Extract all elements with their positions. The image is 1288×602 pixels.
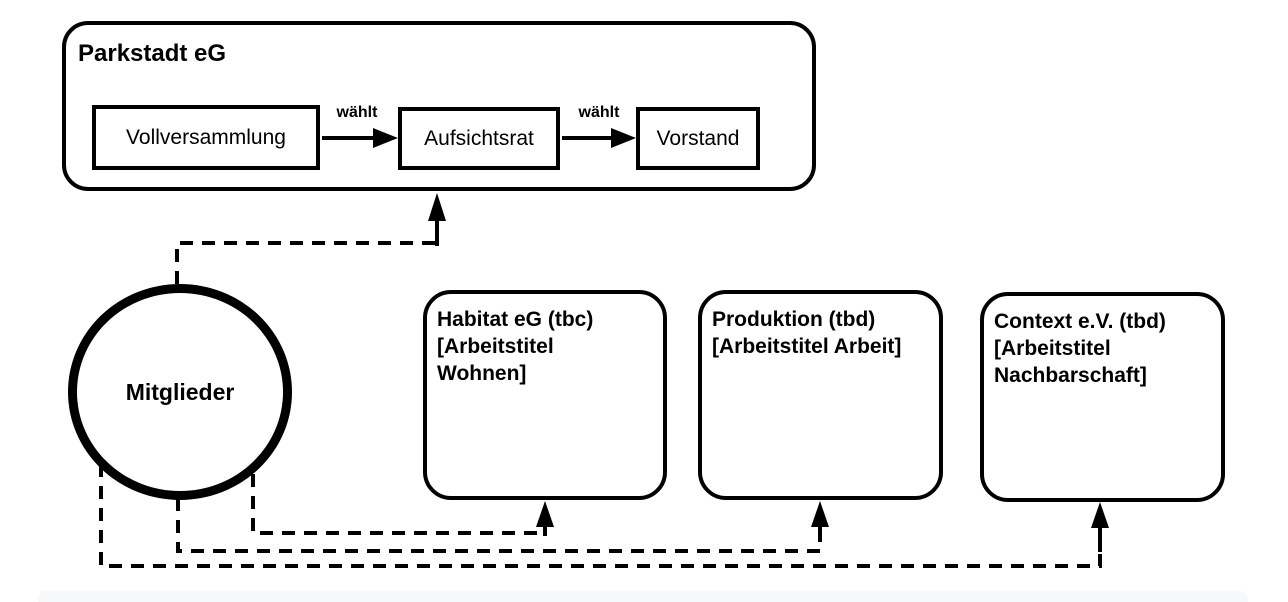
edge-label-waehlt-1: wählt <box>336 104 378 121</box>
bottom-bar <box>38 591 1248 602</box>
node-vollversammlung: Vollversammlung <box>92 105 320 170</box>
node-mitglieder: Mitglieder <box>68 284 292 500</box>
connector-mitglieder-to-produktion <box>176 498 829 553</box>
connector-mitglieder-to-parkstadt <box>175 193 446 284</box>
node-habitat: Habitat eG (tbc) [Arbeitstitel Wohnen] <box>423 290 667 500</box>
node-vorstand: Vorstand <box>636 107 760 170</box>
node-mitglieder-label: Mitglieder <box>125 378 235 405</box>
group-parkstadt-title: Parkstadt eG <box>78 40 227 67</box>
node-context: Context e.V. (tbd) [Arbeitstitel Nachbar… <box>980 292 1225 502</box>
node-aufsichtsrat: Aufsichtsrat <box>398 107 560 170</box>
node-produktion: Produktion (tbd) [Arbeitstitel Arbeit] <box>698 290 943 500</box>
edge-label-waehlt-2: wählt <box>578 104 620 121</box>
